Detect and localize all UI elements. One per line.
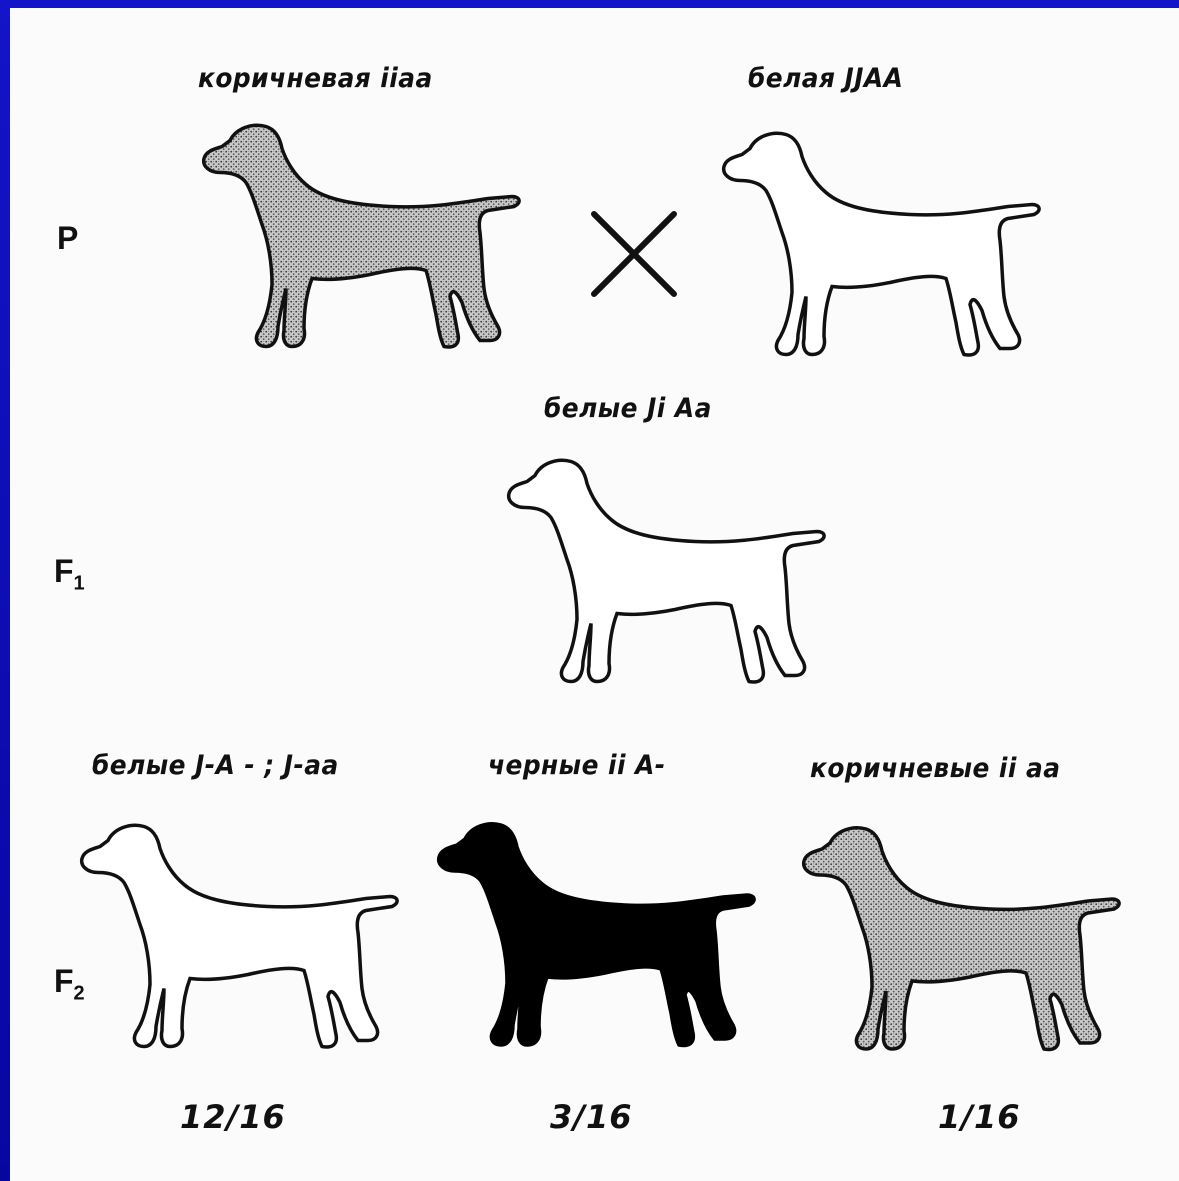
- generation-f1-label: F1: [54, 553, 85, 595]
- f2-white-dog: [78, 808, 403, 1063]
- parent-white-label: белая JJAA: [748, 63, 903, 94]
- f2-black-label: черные ii A-: [488, 750, 666, 781]
- diagram-sheet: коричневая iiaa белая JJAA P белые Ji Aa…: [10, 8, 1179, 1181]
- f2-white-ratio: 12/16: [180, 1098, 286, 1136]
- f2-black-dog: [435, 803, 760, 1065]
- parent-brown-dog: [200, 108, 525, 363]
- f1-label: белые Ji Aa: [544, 393, 712, 424]
- f2-black-ratio: 3/16: [550, 1098, 632, 1136]
- parent-brown-label: коричневая iiaa: [198, 63, 433, 94]
- generation-p-label: P: [57, 220, 78, 257]
- f2-white-label: белые J-A - ; J-aa: [92, 750, 339, 781]
- f1-white-dog: [505, 443, 830, 698]
- f2-brown-dog: [800, 813, 1125, 1063]
- parent-white-dog: [720, 116, 1045, 371]
- cross-symbol-icon: [588, 208, 680, 300]
- f2-brown-ratio: 1/16: [938, 1098, 1020, 1136]
- f2-brown-label: коричневые ii aa: [810, 753, 1060, 784]
